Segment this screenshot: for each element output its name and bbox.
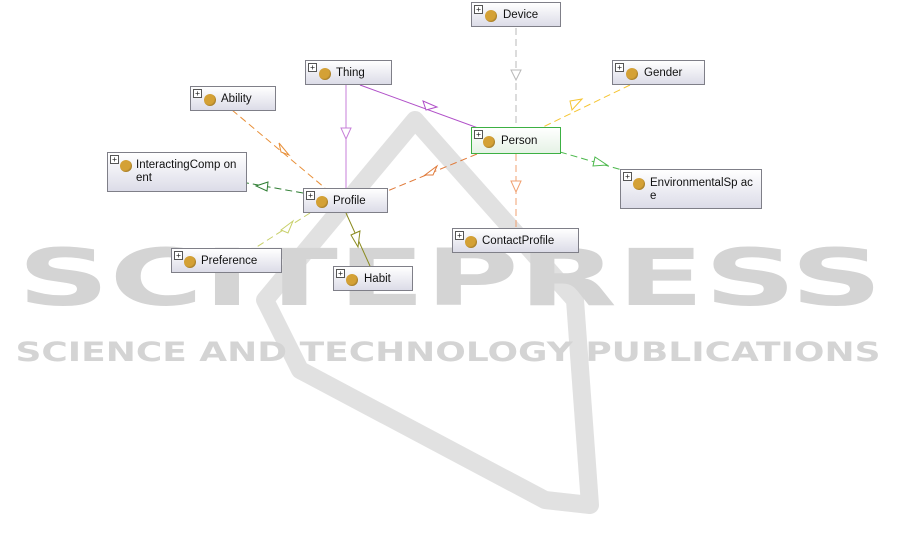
expand-toggle[interactable]: + <box>193 89 202 98</box>
edge-device-person-arrow <box>511 70 521 80</box>
class-circle-icon <box>633 178 645 190</box>
expand-toggle[interactable]: + <box>306 191 315 200</box>
edge-person-environmental-arrow <box>593 157 607 166</box>
edge-thing-profile-arrow <box>341 128 351 139</box>
edge-profile-interacting <box>247 183 303 193</box>
node-environmentalspace[interactable]: + EnvironmentalSp ace <box>620 169 762 209</box>
node-label: Thing <box>336 67 365 80</box>
node-label: Device <box>503 9 538 22</box>
node-interactingcomponent[interactable]: + InteractingComp onent <box>107 152 247 192</box>
node-preference[interactable]: + Preference <box>171 248 282 273</box>
edge-person-contactprofile-arrow <box>511 181 521 192</box>
edge-gender-person <box>543 85 630 127</box>
edge-gender-person-arrow <box>570 99 582 110</box>
edge-person-environmental <box>560 152 622 170</box>
node-ability[interactable]: + Ability <box>190 86 276 111</box>
class-circle-icon <box>485 10 497 22</box>
class-circle-icon <box>319 68 331 80</box>
node-label: ContactProfile <box>482 235 554 248</box>
class-circle-icon <box>346 274 358 286</box>
watermark-title: SCITEPRESS <box>18 234 883 324</box>
expand-toggle[interactable]: + <box>336 269 345 278</box>
node-profile[interactable]: + Profile <box>303 188 388 213</box>
node-label: EnvironmentalSp ace <box>650 177 756 203</box>
expand-toggle[interactable]: + <box>474 130 483 139</box>
node-label: Gender <box>644 67 682 80</box>
node-device[interactable]: + Device <box>471 2 561 27</box>
edge-person-profile-arrow <box>425 166 437 175</box>
node-label: Ability <box>221 93 252 106</box>
watermark-subtitle: SCIENCE AND TECHNOLOGY PUBLICATIONS <box>16 337 881 368</box>
node-person[interactable]: + Person <box>471 127 561 154</box>
expand-toggle[interactable]: + <box>455 231 464 240</box>
class-circle-icon <box>626 68 638 80</box>
node-contactprofile[interactable]: + ContactProfile <box>452 228 579 253</box>
node-habit[interactable]: + Habit <box>333 266 413 291</box>
edge-thing-person-arrow <box>423 101 437 110</box>
node-label: Preference <box>201 255 257 268</box>
class-circle-icon <box>120 160 132 172</box>
expand-toggle[interactable]: + <box>174 251 183 260</box>
expand-toggle[interactable]: + <box>110 155 119 164</box>
expand-toggle[interactable]: + <box>615 63 624 72</box>
class-circle-icon <box>204 94 216 106</box>
node-label: Person <box>501 135 537 148</box>
expand-toggle[interactable]: + <box>308 63 317 72</box>
expand-toggle[interactable]: + <box>623 172 632 181</box>
node-gender[interactable]: + Gender <box>612 60 705 85</box>
node-thing[interactable]: + Thing <box>305 60 392 85</box>
class-circle-icon <box>316 196 328 208</box>
edge-profile-preference-arrow <box>281 221 293 233</box>
node-label: InteractingComp onent <box>136 159 240 185</box>
class-circle-icon <box>483 136 495 148</box>
edge-ability-profile-arrow <box>279 143 289 155</box>
edge-profile-interacting-arrow <box>256 182 268 191</box>
node-label: Profile <box>333 195 366 208</box>
class-circle-icon <box>465 236 477 248</box>
class-circle-icon <box>184 256 196 268</box>
expand-toggle[interactable]: + <box>474 5 483 14</box>
node-label: Habit <box>364 273 391 286</box>
